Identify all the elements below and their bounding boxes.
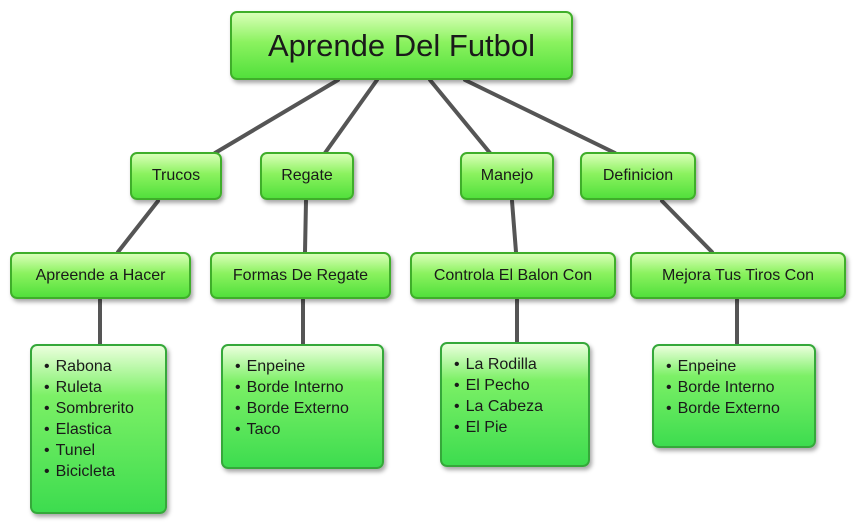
category-node-regate[interactable]: Regate [260, 152, 354, 200]
list-item: El Pecho [454, 375, 588, 396]
connector-root-manejo [428, 78, 492, 155]
list-item: Elastica [44, 419, 165, 440]
list-node-trucos[interactable]: Rabona Ruleta Sombrerito Elastica Tunel … [30, 344, 167, 514]
connector-regate-sub [303, 199, 308, 254]
list-item: Rabona [44, 356, 165, 377]
connector-definicion-sub [660, 199, 714, 254]
connector-root-trucos [213, 78, 340, 155]
subtopic-node-regate[interactable]: Formas De Regate [210, 252, 391, 299]
list-item: Enpeine [235, 356, 382, 377]
list-node-definicion[interactable]: Enpeine Borde Interno Borde Externo [652, 344, 816, 448]
item-list: Rabona Ruleta Sombrerito Elastica Tunel … [32, 346, 165, 482]
item-list: Enpeine Borde Interno Borde Externo [654, 346, 814, 419]
connector-trucos-sub [116, 199, 160, 254]
connector-root-regate [323, 78, 379, 155]
subtopic-node-manejo[interactable]: Controla El Balon Con [410, 252, 616, 299]
category-node-manejo[interactable]: Manejo [460, 152, 554, 200]
connector-manejo-sub [510, 199, 518, 254]
subtopic-label: Controla El Balon Con [433, 266, 593, 284]
category-label: Manejo [480, 167, 534, 184]
item-list: La Rodilla El Pecho La Cabeza El Pie [442, 344, 588, 438]
list-item: Borde Externo [235, 398, 382, 419]
list-item: La Rodilla [454, 354, 588, 375]
category-label: Trucos [151, 167, 201, 184]
subtopic-label: Formas De Regate [232, 266, 369, 284]
list-item: La Cabeza [454, 396, 588, 417]
category-node-trucos[interactable]: Trucos [130, 152, 222, 200]
subtopic-node-definicion[interactable]: Mejora Tus Tiros Con [630, 252, 846, 299]
list-item: Sombrerito [44, 398, 165, 419]
list-item: Taco [235, 419, 382, 440]
list-item: El Pie [454, 417, 588, 438]
list-item: Enpeine [666, 356, 814, 377]
subtopic-label: Apreende a Hacer [35, 266, 166, 284]
list-item: Borde Externo [666, 398, 814, 419]
list-item: Borde Interno [235, 377, 382, 398]
list-node-manejo[interactable]: La Rodilla El Pecho La Cabeza El Pie [440, 342, 590, 467]
list-node-regate[interactable]: Enpeine Borde Interno Borde Externo Taco [221, 344, 384, 469]
list-item: Ruleta [44, 377, 165, 398]
category-label: Definicion [602, 167, 674, 184]
root-node[interactable]: Aprende Del Futbol [230, 11, 573, 80]
category-label: Regate [281, 167, 333, 184]
list-item: Tunel [44, 440, 165, 461]
category-node-definicion[interactable]: Definicion [580, 152, 696, 200]
subtopic-node-trucos[interactable]: Apreende a Hacer [10, 252, 191, 299]
root-label: Aprende Del Futbol [267, 27, 536, 63]
connector-root-definicion [463, 78, 617, 155]
list-item: Bicicleta [44, 461, 165, 482]
list-item: Borde Interno [666, 377, 814, 398]
subtopic-label: Mejora Tus Tiros Con [661, 266, 815, 284]
item-list: Enpeine Borde Interno Borde Externo Taco [223, 346, 382, 440]
